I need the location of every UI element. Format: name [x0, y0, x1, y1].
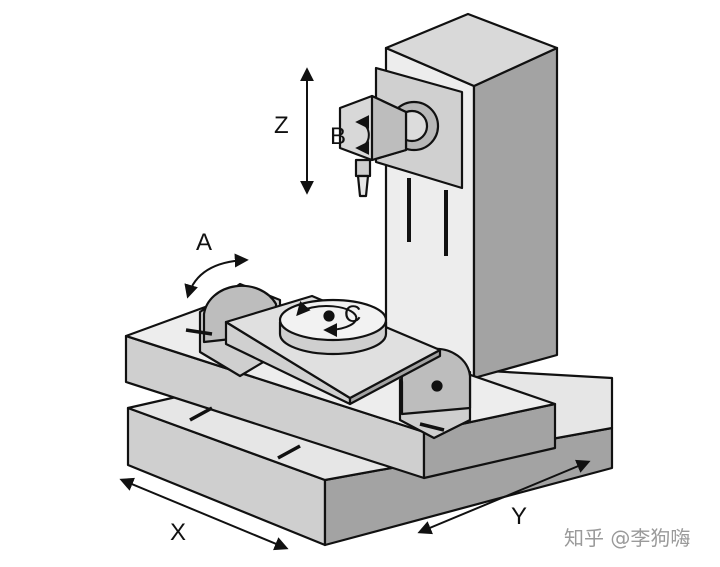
c-axis-rotation-arrow — [296, 300, 358, 338]
a-axis-rotation-arrow — [184, 253, 249, 299]
b-axis-label: B — [330, 123, 346, 150]
watermark: 知乎 @李狗嗨 — [564, 526, 690, 550]
b-axis-rotation-arrow — [355, 115, 370, 155]
y-axis-arrow — [417, 459, 591, 535]
z-axis-label: Z — [274, 112, 289, 139]
rotary-table — [278, 298, 388, 356]
x-axis-label: X — [170, 519, 186, 546]
y-axis-label: Y — [511, 503, 527, 530]
slot-marks — [185, 328, 445, 460]
a-axis-label: A — [196, 229, 212, 256]
c-axis-label: C — [344, 301, 361, 328]
vertical-column — [384, 12, 559, 380]
x-axis-arrow — [119, 477, 289, 551]
